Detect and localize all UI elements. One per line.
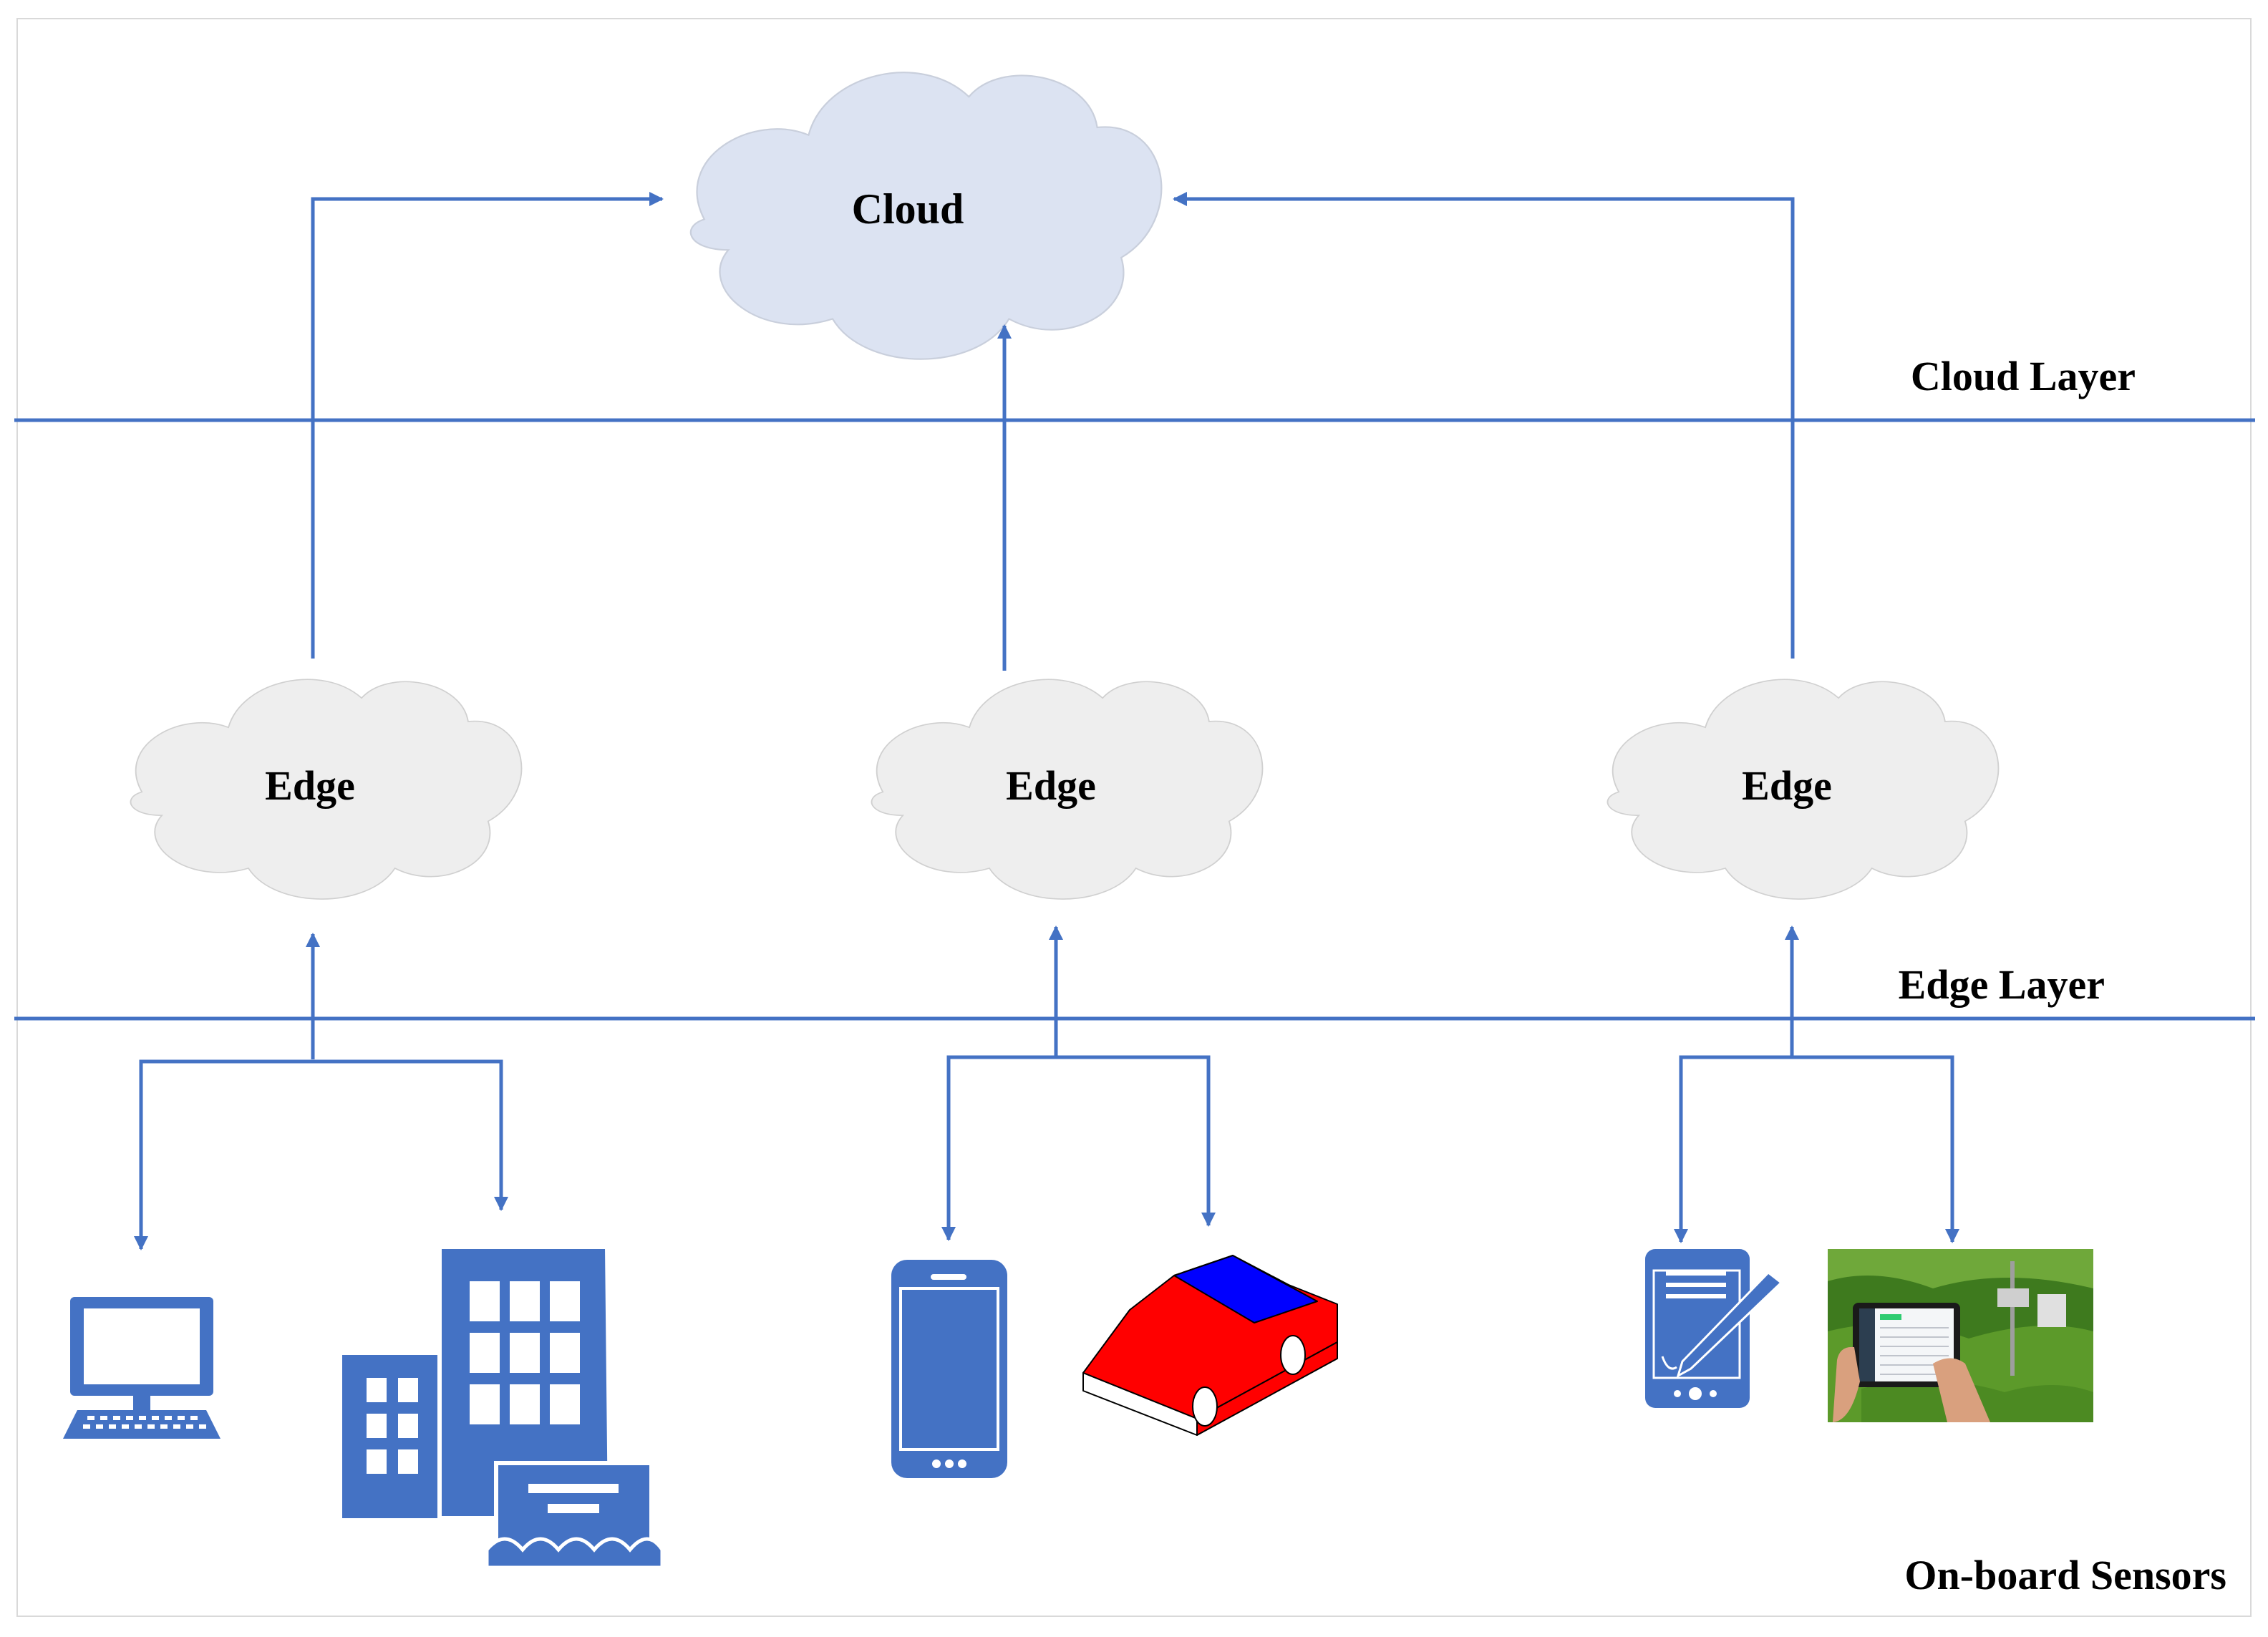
edge-node-right: Edge — [1606, 679, 2000, 900]
cloud-node: Cloud — [689, 72, 1163, 360]
cloud-label: Cloud — [852, 185, 964, 233]
edge-node-center: Edge — [871, 679, 1264, 900]
tablet-in-field-photo-icon — [1828, 1249, 2093, 1422]
edge-label: Edge — [1742, 762, 1832, 809]
edge-label: Edge — [265, 762, 355, 809]
connector-to-smartphone — [941, 1055, 1056, 1241]
diagram-border — [16, 18, 2252, 1617]
red-car-icon — [1082, 1255, 1338, 1436]
connector-to-field-photo — [1792, 1055, 1959, 1243]
connector-to-desktop — [134, 1059, 313, 1250]
office-buildings-icon — [342, 1245, 664, 1571]
cloud-layer-label: Cloud Layer — [1911, 353, 2136, 399]
edge-layer-label: Edge Layer — [1899, 961, 2105, 1008]
desktop-computer-icon — [63, 1297, 220, 1439]
connector-to-tablet — [1674, 1055, 1792, 1243]
smartphone-icon — [891, 1260, 1007, 1478]
connector-edge-right-to-cloud — [1173, 192, 1795, 659]
edge-label: Edge — [1006, 762, 1096, 809]
connector-to-buildings — [313, 1059, 508, 1211]
sensor-layer-label: On-board Sensors — [1904, 1552, 2226, 1598]
edge-node-left: Edge — [130, 679, 523, 900]
connector-to-car — [1056, 1055, 1216, 1227]
connector-edge-left-to-cloud — [311, 192, 664, 659]
tablet-with-stylus-icon — [1645, 1249, 1783, 1408]
